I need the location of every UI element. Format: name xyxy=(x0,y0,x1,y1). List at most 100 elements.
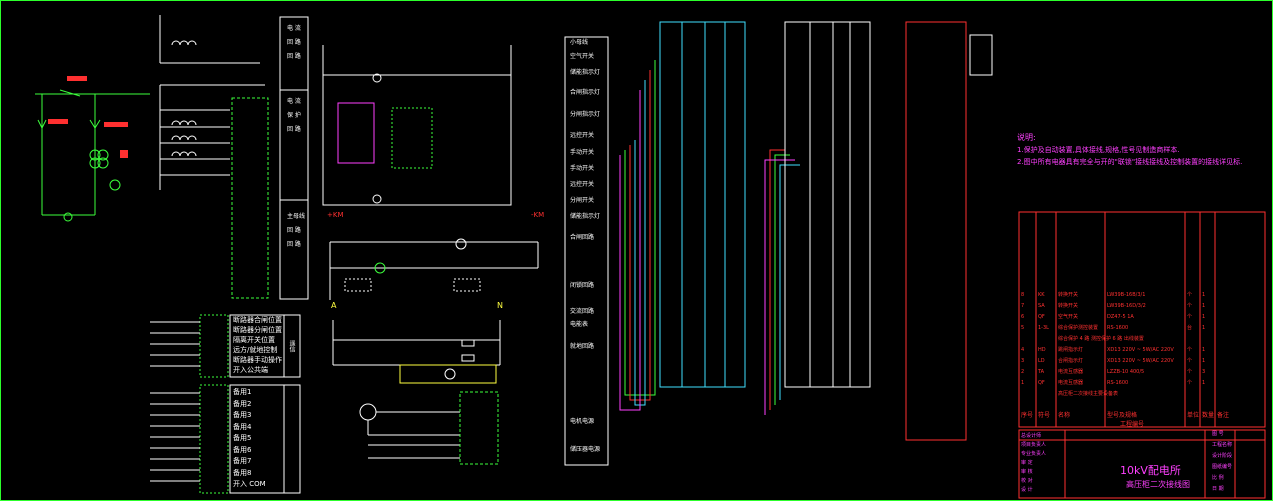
function-item: 闭锁回路 xyxy=(570,282,595,289)
signal-row-label: 断路器合闸位置 xyxy=(233,316,282,324)
legend-header: 符号 xyxy=(1038,412,1051,419)
title-block-label: 校 对 xyxy=(1021,478,1033,484)
legend-cell: 2 xyxy=(1021,369,1025,375)
title-block-label: 图纸编号 xyxy=(1212,464,1233,470)
io-row-label: 备用1 xyxy=(233,388,252,396)
function-item: 合闸指示灯 xyxy=(570,89,601,96)
legend-cell: 1 xyxy=(1202,347,1206,353)
legend-cell: 综合保护 4 路 测控保护 6 路 出线装置 xyxy=(1058,336,1144,342)
legend-cell: 5 xyxy=(1021,325,1025,331)
drawing-subtitle: 高压柜二次接线图 xyxy=(1126,480,1190,489)
legend-cell: KK xyxy=(1038,292,1045,298)
function-item: 就地回路 xyxy=(570,343,595,350)
legend-cell: XD13 220V ~ 5W/AC 220V xyxy=(1107,358,1174,364)
legend-header: 数量 xyxy=(1202,412,1215,419)
function-item: 储压器电源 xyxy=(570,446,601,453)
legend-cell: 高压柜二次接线主要设备表 xyxy=(1058,391,1119,397)
io-row-label: 备用8 xyxy=(233,468,252,477)
note-line-1: 1.保护及自动装置,具体接线,规格,性号见制造商样本. xyxy=(1017,146,1180,154)
title-block-label: 工程名称 xyxy=(1212,442,1233,448)
function-item: 交流回路 xyxy=(570,308,595,315)
legend-cell: 合闸指示灯 xyxy=(1058,358,1084,364)
legend-cell: 电流互感器 xyxy=(1058,380,1084,386)
phase-n-label: N xyxy=(497,301,503,310)
legend-header: 名称 xyxy=(1058,412,1071,419)
function-item: 电能表 xyxy=(570,321,589,328)
signal-row-label: 断路器分闸位置 xyxy=(233,326,282,334)
legend-cell: 个 xyxy=(1187,380,1193,386)
legend-cell: LZZB-10 400/5 xyxy=(1107,369,1145,375)
signal-row-label: 远方/就地控制 xyxy=(233,346,278,354)
legend-cell: RS-1600 xyxy=(1107,380,1129,386)
notes-heading: 说明: xyxy=(1017,133,1036,142)
ct-circuit xyxy=(159,15,265,190)
legend-cell: 综合保护测控装置 xyxy=(1058,325,1099,331)
legend-cell: 1 xyxy=(1202,292,1206,298)
legend-cell: LW39B-16D/3/2 xyxy=(1107,303,1146,309)
legend-cell: 个 xyxy=(1187,292,1193,298)
plus-km-label: +KM xyxy=(327,211,344,219)
function-item: 空气开关 xyxy=(570,53,595,60)
function-item: 储能指示灯 xyxy=(570,213,601,220)
legend-cell: 1-3L xyxy=(1038,325,1049,331)
section-label: 电 流 保 护 回 路 xyxy=(287,98,301,133)
drawing-title: 10kV配电所 xyxy=(1120,464,1181,477)
signal-row-label: 断路器手动操作 xyxy=(233,356,282,364)
io-row-label: 备用7 xyxy=(233,457,252,465)
io-row-label: 备用6 xyxy=(233,445,252,454)
function-item: 远控开关 xyxy=(570,181,595,188)
legend-cell: 7 xyxy=(1021,303,1025,309)
legend-cell: 空气开关 xyxy=(1058,314,1079,320)
legend-header: 序号 xyxy=(1021,412,1034,419)
legend-cell: 1 xyxy=(1021,380,1025,386)
io-row-label: 开入 COM xyxy=(233,480,266,488)
legend-cell: RS-1600 xyxy=(1107,325,1129,331)
legend-cell: SA xyxy=(1038,303,1045,309)
function-item: 手动开关 xyxy=(570,165,595,172)
legend-header: 型号及规格 xyxy=(1107,412,1138,419)
function-item: 远控开关 xyxy=(570,132,595,139)
section-label: 主母线 回 路 回 路 xyxy=(287,213,306,248)
legend-cell: 转换开关 xyxy=(1058,292,1079,298)
legend-cell: 3 xyxy=(1021,358,1025,364)
legend-cell: 个 xyxy=(1187,303,1193,309)
control-circuit xyxy=(322,45,512,206)
legend-cell: 3 xyxy=(1202,369,1206,375)
section-label: 电 流 回 路 回 路 xyxy=(287,25,301,60)
title-block-label: 图 号 xyxy=(1212,431,1224,437)
legend-cell: QF xyxy=(1038,314,1045,320)
io-row-label: 备用4 xyxy=(233,422,252,431)
function-item: 分闸指示灯 xyxy=(570,111,601,118)
signal-row-label: 开入公共端 xyxy=(233,366,268,374)
legend-cell: 个 xyxy=(1187,347,1193,353)
function-item: 合闸回路 xyxy=(570,234,595,241)
title-block-label: 设 计 xyxy=(1021,487,1033,493)
function-item: 分闸开关 xyxy=(570,197,595,204)
legend-cell: TA xyxy=(1038,369,1045,375)
legend-cell: LD xyxy=(1038,358,1045,364)
legend-cell: QF xyxy=(1038,380,1045,386)
legend-cell: 台 xyxy=(1187,325,1193,331)
legend-footer: 工程编号 xyxy=(1120,421,1145,428)
legend-cell: 跳闸指示灯 xyxy=(1058,347,1084,353)
legend-cell: 4 xyxy=(1021,347,1025,353)
title-block-label: 项目负责人 xyxy=(1021,442,1047,448)
legend-cell: 1 xyxy=(1202,358,1206,364)
legend-cell: 转换开关 xyxy=(1058,303,1079,309)
legend-cell: 1 xyxy=(1202,325,1206,331)
signal-group-label: 遥信 xyxy=(288,340,295,352)
title-block-label: 审 定 xyxy=(1021,460,1033,466)
legend-cell: DZ47-5 1A xyxy=(1107,314,1134,320)
legend-cell: 个 xyxy=(1187,369,1193,375)
title-block-label: 设计阶段 xyxy=(1212,453,1233,459)
function-item: 手动开关 xyxy=(570,149,595,156)
legend-cell: 1 xyxy=(1202,380,1206,386)
title-block-label: 总设计师 xyxy=(1021,433,1042,439)
minus-km-label: -KM xyxy=(531,211,545,219)
legend-header: 单位 xyxy=(1187,412,1200,419)
legend-cell: 6 xyxy=(1021,314,1025,320)
legend-cell: XD13 220V ~ 5W/AC 220V xyxy=(1107,347,1174,353)
note-line-2: 2.图中所有电器具有完全与开的"联锁"接线接线及控制装置的接线详见标. xyxy=(1017,158,1243,166)
legend-cell: LW39B-16B/3/1 xyxy=(1107,292,1146,298)
